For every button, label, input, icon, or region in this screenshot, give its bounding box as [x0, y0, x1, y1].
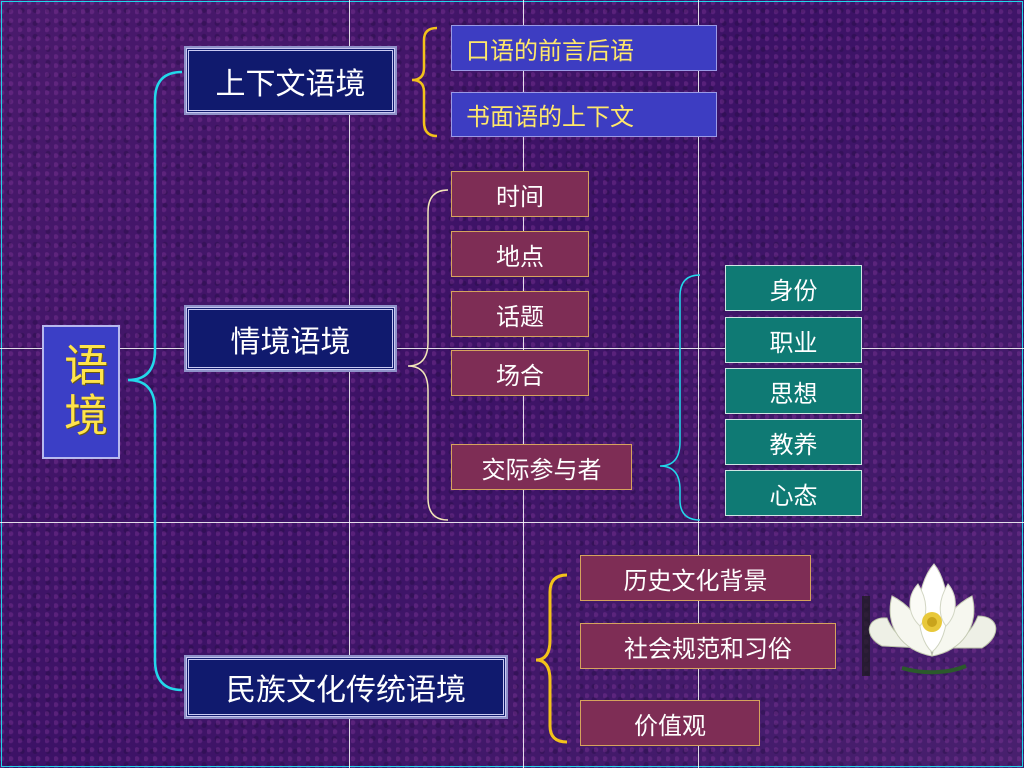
participant-item-occupation: 职业: [725, 317, 862, 363]
grid-line-v1: [349, 0, 350, 768]
culture-brace: [535, 573, 568, 744]
situation-brace: [407, 189, 449, 521]
context-brace: [411, 26, 438, 138]
situation-item-time: 时间: [451, 171, 589, 217]
participant-item-upbringing: 教养: [725, 419, 862, 465]
participant-brace: [659, 274, 701, 521]
grid-line-v3: [698, 0, 699, 768]
culture-item-values: 价值观: [580, 700, 760, 746]
grid-line-h1: [0, 348, 1024, 349]
root-brace: [127, 70, 183, 692]
grid-line-h2: [0, 522, 1024, 523]
root-node: 语境: [42, 325, 120, 459]
situation-item-occasion: 场合: [451, 350, 589, 396]
culture-item-norms: 社会规范和习俗: [580, 623, 836, 669]
participant-item-identity: 身份: [725, 265, 862, 311]
context-item-spoken: 口语的前言后语: [451, 25, 717, 71]
lotus-flower-image: [862, 563, 997, 676]
situation-item-place: 地点: [451, 231, 589, 277]
category-context: 上下文语境: [184, 46, 397, 115]
participant-item-mood: 心态: [725, 470, 862, 516]
category-culture: 民族文化传统语境: [184, 655, 508, 719]
culture-item-history: 历史文化背景: [580, 555, 811, 601]
category-situation: 情境语境: [184, 305, 397, 372]
situation-item-topic: 话题: [451, 291, 589, 337]
participant-item-thought: 思想: [725, 368, 862, 414]
situation-item-participants: 交际参与者: [451, 444, 632, 490]
context-item-written: 书面语的上下文: [451, 92, 717, 137]
